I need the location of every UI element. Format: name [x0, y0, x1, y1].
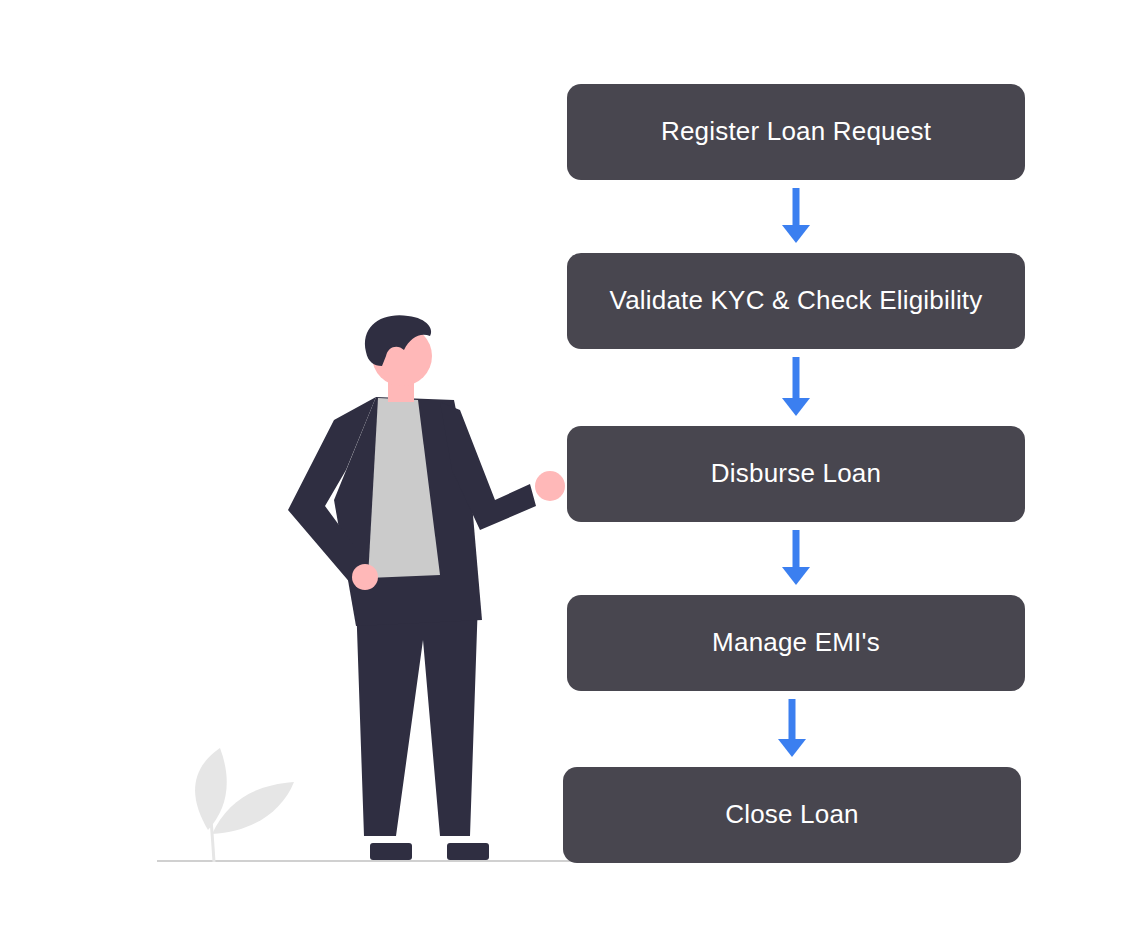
right-arm [440, 402, 536, 530]
process-box: Validate KYC & Check Eligibility [567, 253, 1025, 349]
arrow-stem [793, 357, 800, 400]
arrow-stem [793, 188, 800, 227]
plant-leaf [212, 782, 294, 834]
left-arm [288, 397, 376, 585]
hand [535, 471, 565, 501]
person [288, 315, 565, 860]
trousers [356, 600, 478, 836]
shoe [370, 843, 412, 860]
box-label: Register Loan Request [661, 116, 931, 147]
hair [365, 315, 431, 366]
arrow-head [782, 225, 810, 243]
ground-line [157, 860, 582, 862]
plant [195, 748, 294, 862]
box-label: Close Loan [725, 799, 859, 830]
arrow-stem [789, 699, 796, 741]
flow-arrow [778, 699, 806, 757]
process-box: Close Loan [563, 767, 1021, 863]
arrow-stem [793, 530, 800, 569]
shirt [368, 398, 440, 578]
shoe [447, 843, 489, 860]
flow-arrow [782, 530, 810, 585]
process-box: Manage EMI's [567, 595, 1025, 691]
box-label: Disburse Loan [711, 458, 881, 489]
box-label: Manage EMI's [712, 627, 880, 658]
flow-arrow [782, 357, 810, 416]
flow-arrow [782, 188, 810, 243]
arrow-head [782, 398, 810, 416]
process-box: Disburse Loan [567, 426, 1025, 522]
arrow-head [782, 567, 810, 585]
box-label: Validate KYC & Check Eligibility [610, 285, 983, 316]
process-box: Register Loan Request [567, 84, 1025, 180]
arrow-head [778, 739, 806, 757]
hand [352, 564, 378, 590]
